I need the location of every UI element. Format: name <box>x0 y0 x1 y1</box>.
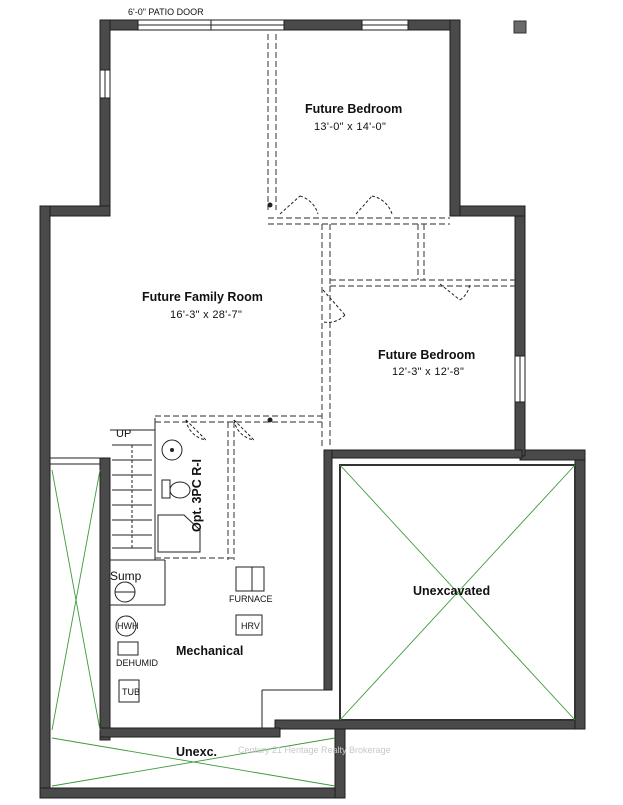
legend-square <box>513 20 527 34</box>
bedroom-top-dims: 13'-0" x 14'-0" <box>314 121 386 133</box>
exterior-walls <box>39 19 586 799</box>
bedroom-right-name: Future Bedroom <box>378 348 475 362</box>
hwh-icon <box>115 615 137 637</box>
dehumid-label: DEHUMID <box>116 658 158 668</box>
patio-door-label: 6'-0" PATIO DOOR <box>128 7 204 17</box>
furnace-icon <box>235 566 265 592</box>
opt-bath-label: Opt. 3PC R-I <box>190 459 204 532</box>
unexcavated-name: Unexcavated <box>413 584 490 598</box>
bath-fixtures <box>157 439 201 553</box>
stair-up-label: UP <box>116 428 131 440</box>
dehumid-icon <box>117 641 139 656</box>
sink-icon <box>161 439 183 461</box>
watermark: Century 21 Heritage Realty Brokerage <box>238 745 391 755</box>
mechanical-name: Mechanical <box>176 644 243 658</box>
bedroom-right-dims: 12'-3" x 12'-8" <box>392 366 464 378</box>
mechanical-equipment <box>114 566 265 703</box>
stairs <box>112 444 152 549</box>
tub-icon <box>118 679 140 703</box>
windows <box>99 19 526 403</box>
hrv-label: HRV <box>241 621 260 631</box>
future-walls <box>155 34 515 560</box>
door-swings <box>185 195 471 441</box>
unexc-name: Unexc. <box>176 745 217 759</box>
family-room-name: Future Family Room <box>142 290 263 304</box>
toilet-icon <box>169 481 191 499</box>
sump-label: Sump <box>110 569 142 583</box>
furnace-label: FURNACE <box>229 594 273 604</box>
hrv-icon <box>235 614 263 636</box>
unexcavated-markers <box>51 464 576 787</box>
tub-label: TUB <box>122 687 140 697</box>
bedroom-top-name: Future Bedroom <box>305 102 402 116</box>
hwh-label: HWH <box>117 621 139 631</box>
family-room-dims: 16'-3" x 28'-7" <box>170 309 242 321</box>
shower-icon <box>157 514 201 553</box>
patio-door <box>137 19 285 31</box>
interior-walls <box>50 418 576 741</box>
